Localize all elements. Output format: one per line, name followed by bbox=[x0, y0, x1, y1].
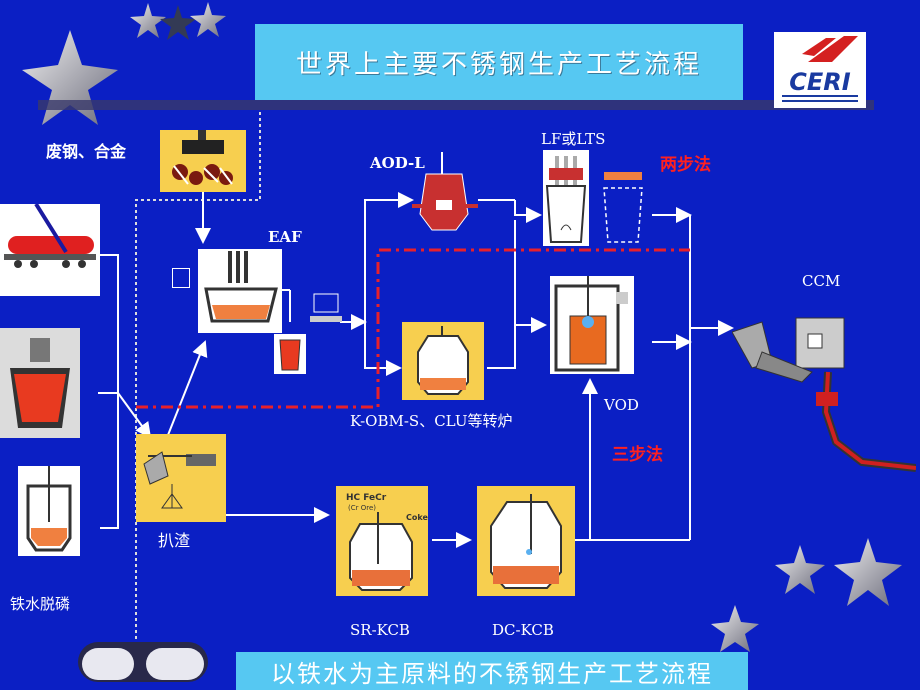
scrap-image bbox=[160, 130, 246, 192]
vod-label: VOD bbox=[604, 396, 639, 414]
srkcb-label: SR-KCB bbox=[350, 621, 410, 639]
star-icon bbox=[190, 2, 226, 37]
ladle-image bbox=[0, 328, 80, 438]
ccm-label: CCM bbox=[802, 272, 841, 290]
eaf-image bbox=[198, 249, 282, 333]
page-subtitle: 以铁水为主原料的不锈钢生产工艺流程 bbox=[271, 659, 713, 688]
dckcb-image bbox=[477, 486, 575, 596]
aod-label: AOD-L bbox=[370, 154, 425, 172]
star-icon bbox=[22, 30, 118, 125]
torpedo-car-image bbox=[0, 202, 100, 296]
two-step-label: 两步法 bbox=[660, 155, 711, 175]
lf-label: LF或LTS bbox=[541, 130, 606, 148]
eaf-cart bbox=[310, 292, 342, 328]
star-icon bbox=[775, 545, 825, 594]
hc-fecr-text: HC FeCr bbox=[346, 493, 387, 503]
slag-label: 扒渣 bbox=[158, 531, 191, 550]
srkcb-image: HC FeCr (Cr Ore) Coke bbox=[336, 486, 428, 596]
star-icon bbox=[160, 5, 196, 40]
kobm-label: K-OBM-S、CLU等转炉 bbox=[350, 412, 513, 430]
coke-text: Coke bbox=[406, 513, 428, 522]
three-step-label: 三步法 bbox=[612, 445, 663, 465]
slag-removal-image bbox=[136, 434, 226, 522]
dephos-vessel-image bbox=[18, 466, 80, 556]
ccm-machine-image bbox=[731, 312, 917, 480]
page-title: 世界上主要不锈钢生产工艺流程 bbox=[295, 49, 702, 80]
lts-vessel-image bbox=[602, 170, 646, 244]
logo-text: CERI bbox=[789, 68, 850, 96]
eaf-tap-ladle bbox=[274, 334, 306, 374]
eaf-label: EAF bbox=[268, 228, 302, 246]
ceri-logo: CERI bbox=[774, 32, 866, 108]
cr-ore-text: (Cr Ore) bbox=[348, 504, 376, 512]
star-icon bbox=[711, 605, 759, 652]
eaf-side-box bbox=[172, 268, 190, 288]
vod-image bbox=[550, 276, 634, 374]
title-banner: 世界上主要不锈钢生产工艺流程 bbox=[255, 24, 743, 100]
dckcb-label: DC-KCB bbox=[492, 621, 554, 639]
aod-vessel-image bbox=[412, 152, 478, 232]
subtitle-banner: 以铁水为主原料的不锈钢生产工艺流程 bbox=[236, 652, 748, 690]
lf-ladle-image bbox=[543, 150, 589, 246]
star-icon bbox=[130, 3, 166, 38]
logo-mark: CERI bbox=[782, 36, 858, 102]
scrap-label: 废钢、合金 bbox=[46, 142, 127, 161]
dephos-label: 铁水脱磷 bbox=[10, 595, 71, 613]
star-icon bbox=[834, 538, 902, 606]
kobm-converter-image bbox=[402, 322, 484, 400]
